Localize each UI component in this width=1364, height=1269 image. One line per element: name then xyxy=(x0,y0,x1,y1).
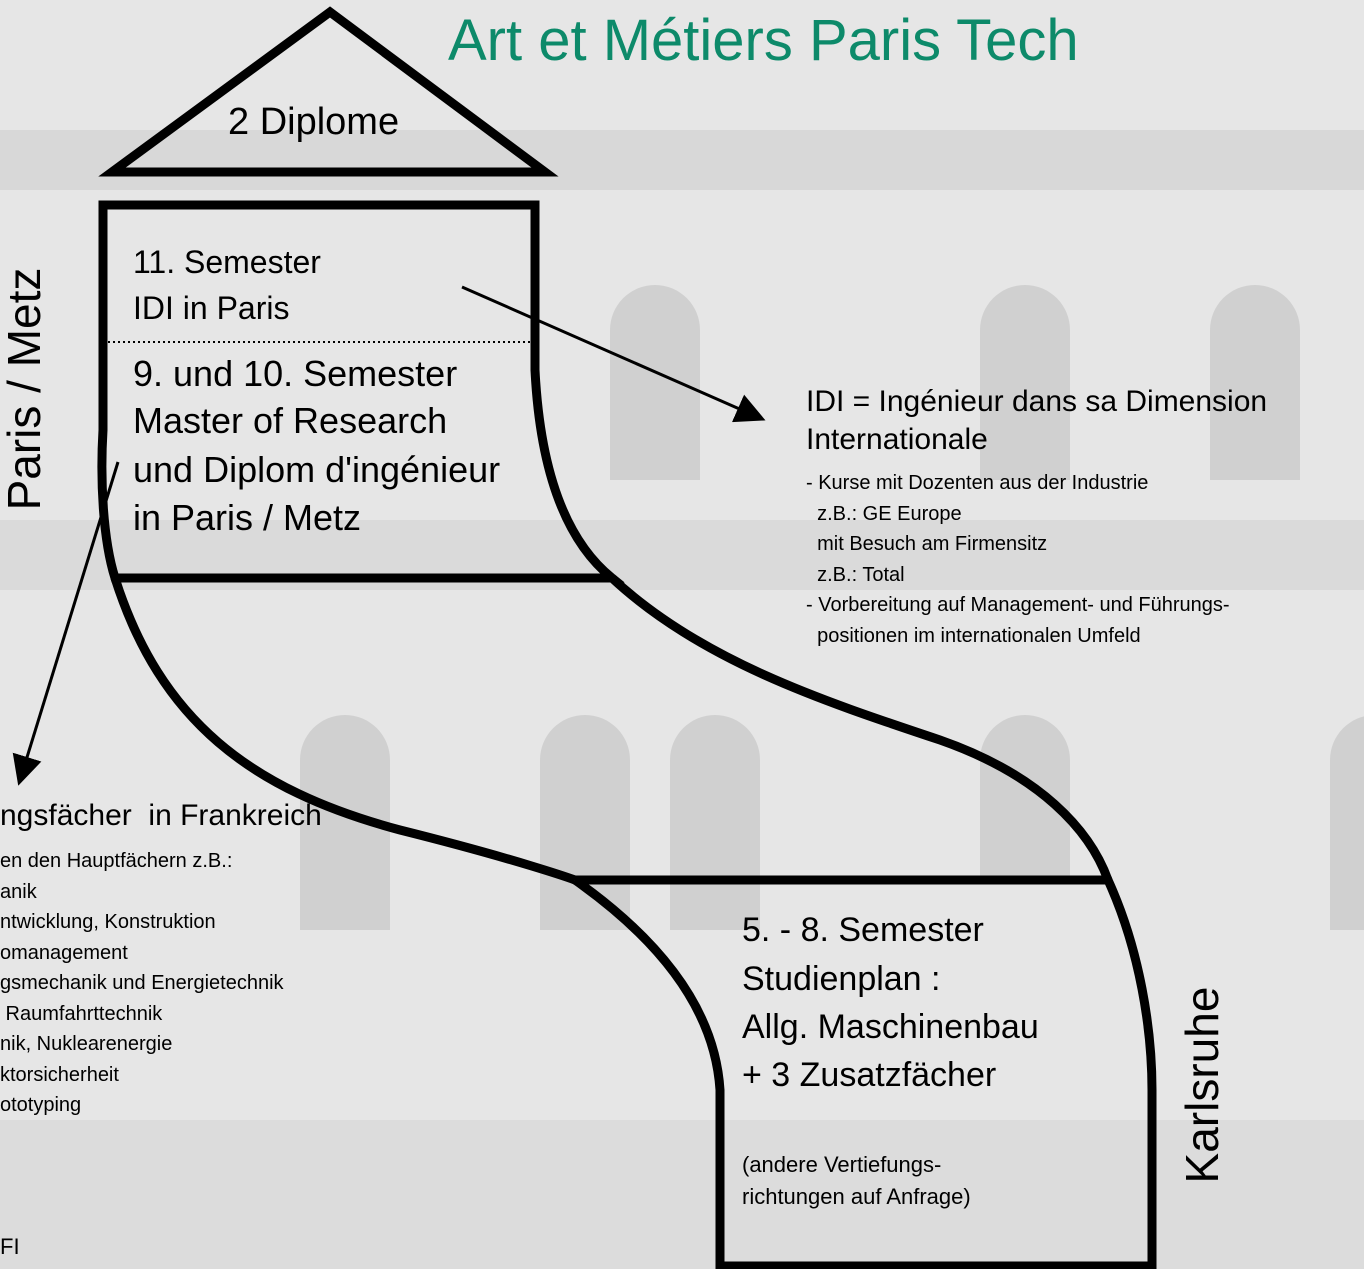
top-line-5: und Diplom d'ingénieur xyxy=(133,449,501,490)
idi-arrow xyxy=(461,285,766,423)
france-item: nik, Nuklearenergie xyxy=(0,1033,173,1055)
bottom-note-2: richtungen auf Anfrage) xyxy=(742,1184,971,1209)
idi-item: - Kurse mit Dozenten aus der Industrie xyxy=(806,472,1149,494)
idi-item: positionen im internationalen Umfeld xyxy=(806,624,1141,647)
bottom-line-3: Allg. Maschinenbau xyxy=(742,1008,1039,1046)
bottom-line-1: 5. - 8. Semester xyxy=(742,911,984,949)
france-heading: ngsfächer in Frankreich xyxy=(0,799,322,832)
corridor-left-curve xyxy=(110,576,577,885)
upper-block-outline xyxy=(97,200,625,583)
france-item: ktorsicherheit xyxy=(0,1063,119,1086)
idi-item: z.B.: Total xyxy=(806,563,905,586)
france-item: en den Hauptfächern z.B.: xyxy=(0,850,233,872)
top-line-2: IDI in Paris xyxy=(133,290,290,326)
idi-item: mit Besuch am Firmensitz xyxy=(806,533,1048,555)
france-item: ntwicklung, Konstruktion xyxy=(0,911,216,933)
france-arrow xyxy=(12,461,120,786)
idi-list: - Kurse mit Dozenten aus der Industrie z… xyxy=(806,468,1230,651)
side-label-karlsruhe: Karlsruhe xyxy=(1176,986,1228,1184)
france-item: ototyping xyxy=(0,1094,82,1116)
idi-heading-2: Internationale xyxy=(806,423,988,456)
france-item: anik xyxy=(0,880,37,903)
bottom-line-4: + 3 Zusatzfächer xyxy=(742,1056,997,1094)
top-line-1: 11. Semester xyxy=(133,244,321,280)
france-item: Raumfahrttechnik xyxy=(0,1002,163,1025)
idi-heading-1: IDI = Ingénieur dans sa Dimension xyxy=(806,385,1268,418)
roof-triangle xyxy=(98,6,559,177)
bottom-note-1: (andere Vertiefungs- xyxy=(742,1152,942,1177)
page-title: Art et Métiers Paris Tech xyxy=(448,8,1079,73)
side-label-paris-metz: Paris / Metz xyxy=(0,267,50,511)
bottom-line-2: Studienplan : xyxy=(742,960,941,998)
france-item: gsmechanik und Energietechnik xyxy=(0,972,284,994)
france-list: en den Hauptfächern z.B.: anik ntwicklun… xyxy=(0,846,284,1121)
france-item: omanagement xyxy=(0,941,128,964)
corridor-right-curve xyxy=(608,574,1113,882)
top-line-3: 9. und 10. Semester xyxy=(133,353,458,394)
lower-block-outline xyxy=(572,875,1157,1269)
roof-label: 2 Diplome xyxy=(228,101,400,143)
top-line-6: in Paris / Metz xyxy=(133,497,362,538)
france-footer: FI xyxy=(0,1234,20,1259)
top-line-4: Master of Research xyxy=(133,400,448,441)
idi-item: - Vorbereitung auf Management- und Führu… xyxy=(806,594,1230,616)
idi-item: z.B.: GE Europe xyxy=(806,502,962,525)
